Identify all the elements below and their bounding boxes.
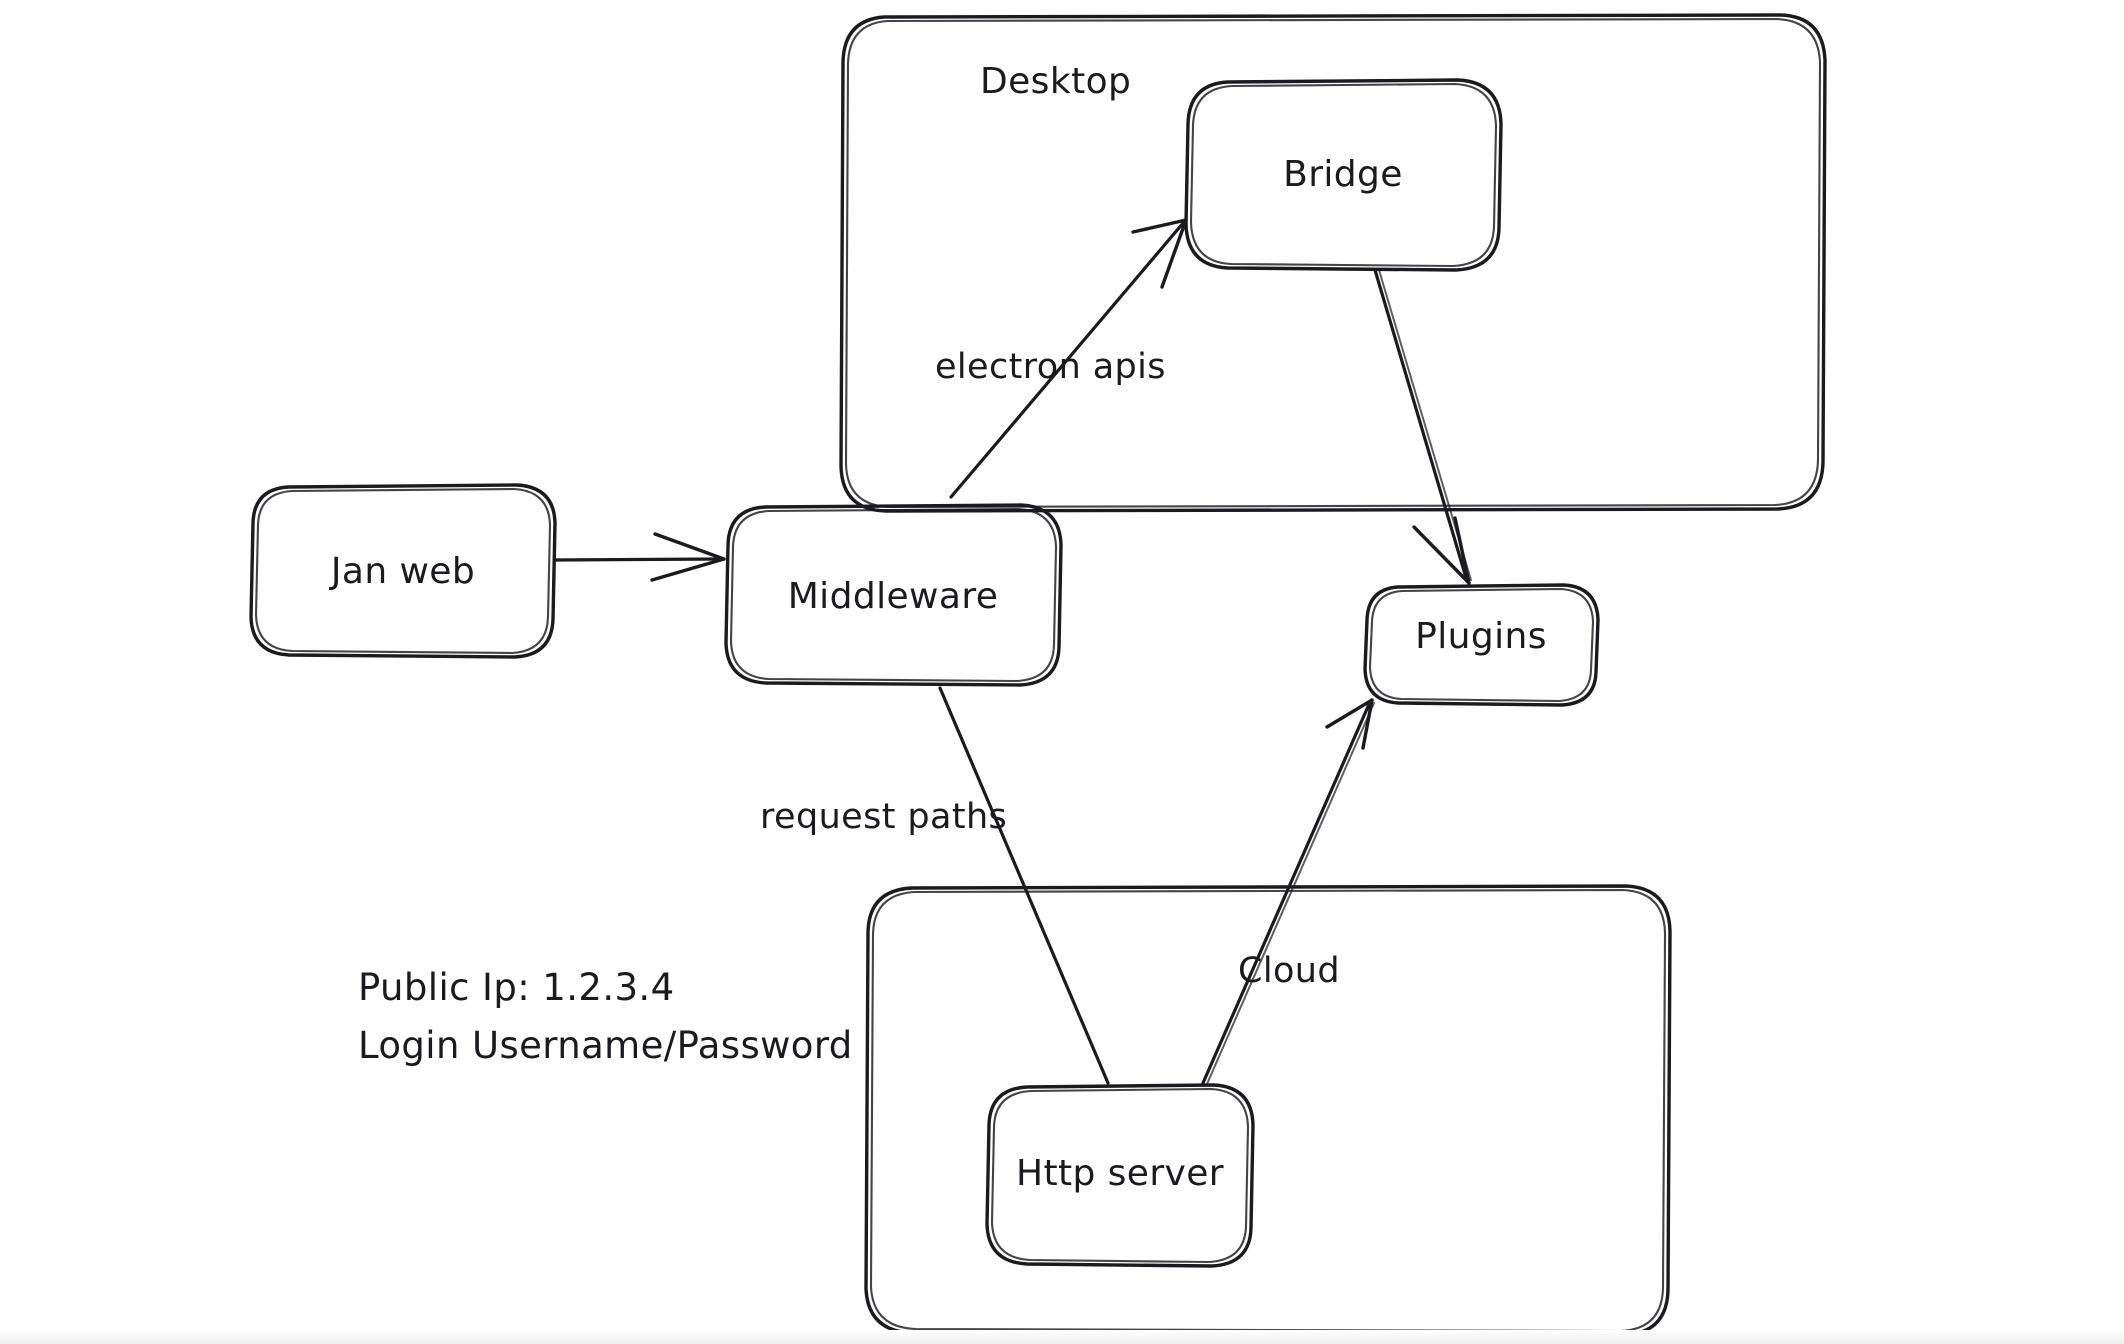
http-server-outline <box>985 1083 1255 1268</box>
jan-web-outline-echo <box>254 487 552 655</box>
request-paths-label: request paths <box>760 797 1007 837</box>
group-desktop[interactable]: Desktop <box>839 13 1827 513</box>
edge-httpserver-to-plugins[interactable]: Cloud <box>1201 698 1375 1085</box>
cloud-label: Cloud <box>1238 951 1340 991</box>
public-ip-note: Public Ip: 1.2.3.4 <box>358 966 675 1009</box>
desktop-group-label: Desktop <box>980 61 1131 102</box>
node-middleware[interactable]: Middleware <box>724 503 1063 687</box>
notes-block[interactable]: Public Ip: 1.2.3.4 Login Username/Passwo… <box>358 966 853 1067</box>
edge-janweb-to-middleware[interactable] <box>554 532 726 582</box>
bridge-label: Bridge <box>1283 154 1403 195</box>
janweb-middleware-arrowhead-lower <box>650 557 726 582</box>
middleware-outline <box>724 503 1063 687</box>
node-http-server[interactable]: Http server <box>985 1083 1255 1268</box>
node-jan-web[interactable]: Jan web <box>249 483 557 659</box>
httpserver-plugins-line <box>1201 700 1372 1085</box>
desktop-group-outline <box>839 13 1827 513</box>
electron-apis-label: electron apis <box>935 347 1166 387</box>
login-credentials-note: Login Username/Password <box>358 1024 853 1067</box>
edge-middleware-to-httpserver[interactable]: request paths <box>760 686 1110 1085</box>
bridge-outline <box>1184 78 1503 272</box>
bridge-plugins-line <box>1373 268 1469 583</box>
node-plugins[interactable]: Plugins <box>1363 583 1600 707</box>
middleware-httpserver-line <box>938 686 1110 1085</box>
edge-middleware-to-bridge[interactable]: electron apis <box>935 218 1188 499</box>
bridge-plugins-arrowhead-right <box>1453 516 1471 585</box>
http-server-label: Http server <box>1016 1153 1224 1194</box>
bridge-outline-echo <box>1189 82 1498 268</box>
plugins-label: Plugins <box>1415 616 1547 657</box>
httpserver-plugins-arrowhead-left <box>1325 698 1374 729</box>
node-bridge[interactable]: Bridge <box>1184 78 1503 272</box>
httpserver-plugins-arrowhead-right <box>1361 698 1374 750</box>
jan-web-outline <box>249 483 557 659</box>
janweb-middleware-line <box>554 557 724 562</box>
janweb-middleware-arrowhead-upper <box>653 532 726 561</box>
desktop-group-outline-echo <box>844 17 1822 509</box>
middleware-bridge-line <box>949 220 1186 499</box>
http-server-outline-echo <box>990 1087 1250 1264</box>
middleware-outline-echo <box>729 507 1058 683</box>
middleware-bridge-arrowhead-upper <box>1131 218 1188 234</box>
middleware-bridge-arrowhead-lower <box>1160 218 1188 289</box>
edge-bridge-to-plugins[interactable] <box>1373 268 1472 585</box>
httpserver-plugins-line-echo <box>1206 702 1375 1085</box>
bridge-plugins-arrowhead-left <box>1412 525 1471 585</box>
plugins-outline-echo <box>1368 587 1595 703</box>
middleware-label: Middleware <box>788 576 999 617</box>
jan-web-label: Jan web <box>329 551 475 592</box>
plugins-outline <box>1363 583 1600 707</box>
